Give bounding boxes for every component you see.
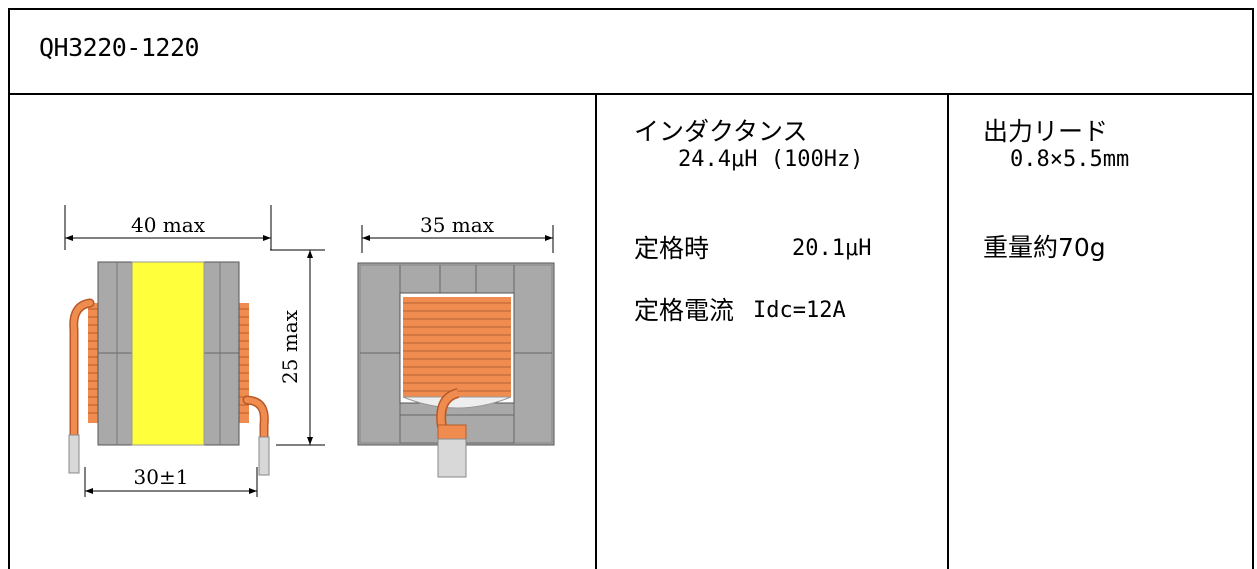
- front-view: 40 max: [64, 205, 325, 497]
- front-pin-left: [68, 434, 80, 474]
- height-label: 25 max: [278, 309, 302, 384]
- output-lead-label: 出力リード: [983, 117, 1109, 146]
- side-pin: [437, 438, 467, 478]
- inductance-value: 24.4μH (100Hz): [678, 147, 864, 172]
- table-border-top: [8, 8, 1254, 10]
- pin-pitch-label: 30±1: [134, 465, 189, 489]
- inductor-drawing: 40 max: [64, 205, 555, 497]
- rated-inductance-value: 20.1μH: [792, 236, 872, 261]
- front-winding: [88, 303, 249, 423]
- inductance-label: インダクタンス: [634, 117, 808, 146]
- table-border-right: [1252, 8, 1254, 569]
- part-number-title: QH3220-1220: [39, 33, 200, 62]
- front-pin-right: [258, 436, 270, 476]
- rated-current-label: 定格電流: [634, 296, 735, 325]
- side-view: 35 max: [357, 213, 555, 478]
- rated-inductance-label: 定格時: [634, 234, 710, 263]
- table-border-left: [8, 8, 10, 569]
- output-lead-value: 0.8×5.5mm: [1010, 147, 1130, 172]
- table-column-divider-2: [947, 93, 949, 569]
- width-front-label: 40 max: [131, 213, 206, 237]
- bobbin: [131, 261, 205, 446]
- table-header-divider: [8, 93, 1254, 95]
- width-side-label: 35 max: [420, 213, 495, 237]
- table-column-divider-1: [595, 93, 597, 569]
- rated-current-value: Idc=12A: [753, 298, 846, 323]
- weight-text: 重量約70g: [983, 233, 1106, 262]
